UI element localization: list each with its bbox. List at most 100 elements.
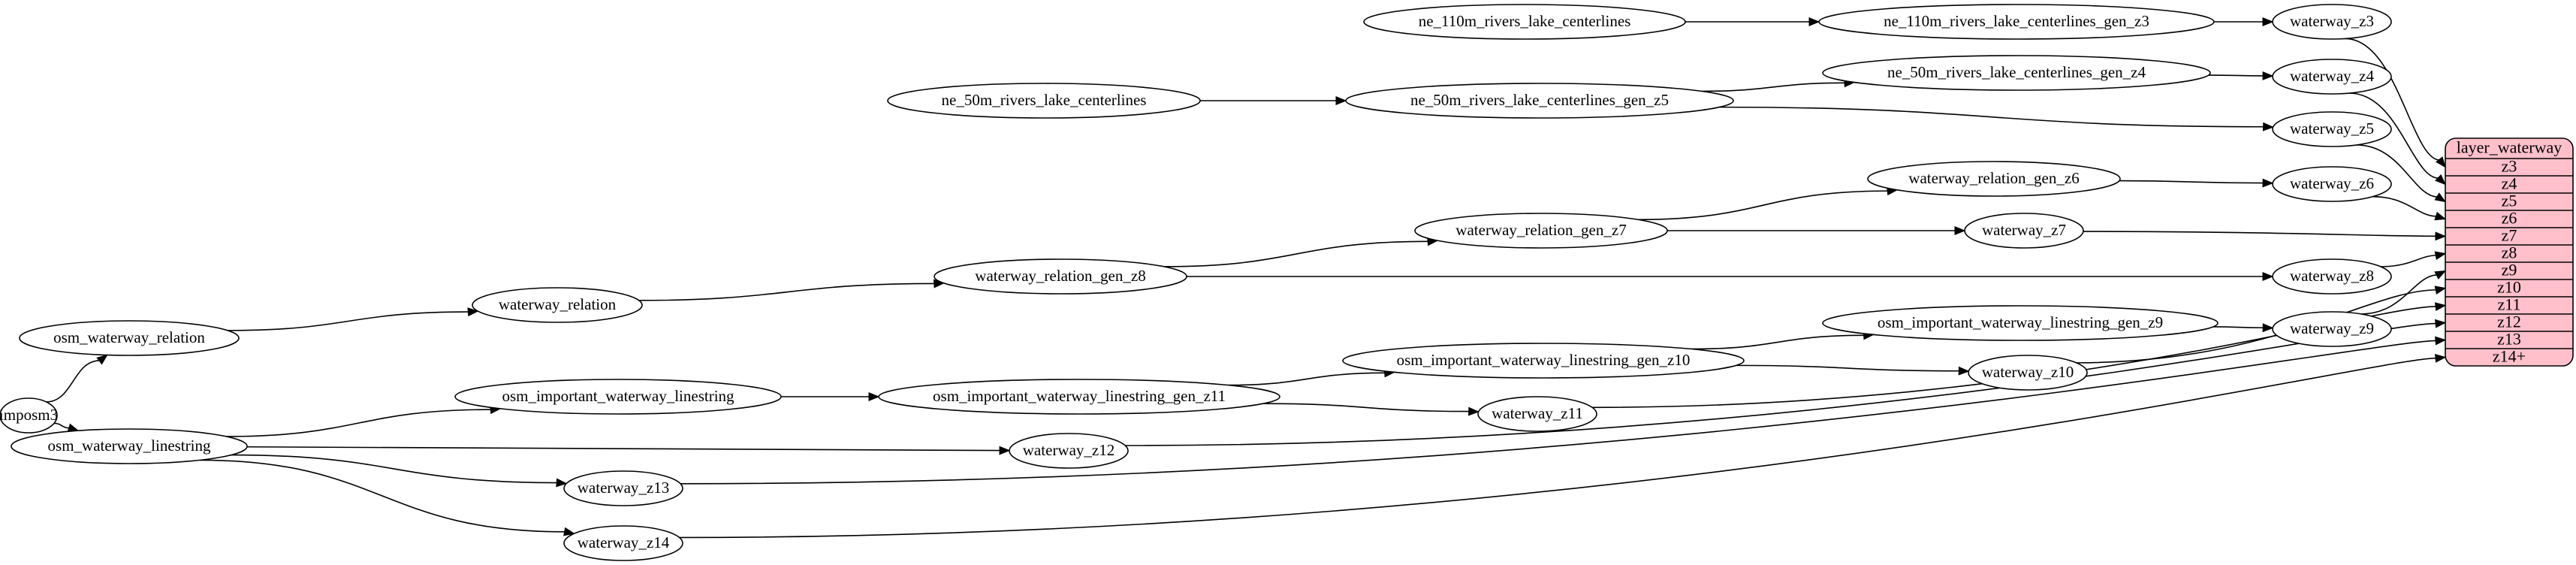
- node-label: osm_important_waterway_linestring_gen_z1…: [1397, 351, 1691, 369]
- arrow-head-icon: [2262, 17, 2274, 26]
- node-label: waterway_relation_gen_z8: [975, 267, 1145, 285]
- graph-node-waterway_z6[interactable]: waterway_z6: [2272, 166, 2392, 202]
- record-row-z4[interactable]: z4: [2502, 174, 2517, 193]
- node-label: ne_50m_rivers_lake_centerlines: [942, 91, 1147, 109]
- node-label: waterway_relation: [499, 295, 617, 313]
- graph-node-osm_waterway_relation[interactable]: osm_waterway_relation: [19, 320, 240, 356]
- graph-edge: [2380, 255, 2437, 267]
- graph-edge: [680, 340, 2437, 485]
- graph-edge: [1163, 240, 1429, 267]
- graph-node-osm_important_waterway_linestring_gen_z11[interactable]: osm_important_waterway_linestring_gen_z1…: [878, 379, 1280, 415]
- graph-node-waterway_relation_gen_z8[interactable]: waterway_relation_gen_z8: [934, 258, 1187, 295]
- arrow-head-icon: [2262, 178, 2274, 188]
- record-row-z6[interactable]: z6: [2502, 209, 2517, 228]
- node-label: waterway_z8: [2290, 267, 2374, 285]
- arrow-head-icon: [868, 392, 880, 401]
- graph-edge: [2213, 326, 2264, 329]
- record-node-layer-waterway[interactable]: layer_waterwayz3z4z5z6z7z8z9z10z11z12z13…: [2445, 137, 2574, 367]
- graph-edge: [2208, 74, 2264, 77]
- graph-node-ne_50m_rivers_lake_centerlines_gen_z4[interactable]: ne_50m_rivers_lake_centerlines_gen_z4: [1822, 55, 2211, 91]
- node-label: waterway_z13: [578, 479, 669, 497]
- node-label: waterway_z4: [2290, 67, 2374, 85]
- arrow-head-icon: [2434, 286, 2447, 295]
- arrow-head-icon: [1958, 366, 1970, 376]
- graph-node-waterway_z11[interactable]: waterway_z11: [1477, 396, 1597, 432]
- arrow-head-icon: [1808, 17, 1820, 26]
- arrow-head-icon: [96, 354, 108, 365]
- graph-node-ne_50m_rivers_lake_centerlines_gen_z5[interactable]: ne_50m_rivers_lake_centerlines_gen_z5: [1345, 83, 1734, 119]
- node-label: osm_important_waterway_linestring_gen_z9: [1878, 313, 2163, 331]
- record-row-z9[interactable]: z9: [2502, 261, 2517, 279]
- graph-edge: [1691, 334, 1865, 350]
- record-row-z7[interactable]: z7: [2502, 226, 2517, 245]
- node-label: waterway_z6: [2290, 174, 2374, 192]
- arrow-head-icon: [2435, 319, 2447, 328]
- graph-node-waterway_z10[interactable]: waterway_z10: [1968, 355, 2088, 391]
- graph-edge: [2083, 231, 2437, 237]
- graph-node-waterway_z4[interactable]: waterway_z4: [2272, 59, 2392, 95]
- graph-node-waterway_z9[interactable]: waterway_z9: [2272, 311, 2392, 347]
- arrow-head-icon: [999, 446, 1011, 455]
- arrow-head-icon: [1335, 96, 1347, 105]
- record-row-z8[interactable]: z8: [2502, 243, 2517, 262]
- graph-node-waterway_relation_gen_z6[interactable]: waterway_relation_gen_z6: [1867, 161, 2121, 197]
- graph-node-osm_important_waterway_linestring_gen_z9[interactable]: osm_important_waterway_linestring_gen_z9: [1822, 305, 2219, 341]
- graph-edge: [2372, 195, 2437, 217]
- node-label: waterway_z7: [1982, 221, 2066, 239]
- record-row-z5[interactable]: z5: [2502, 192, 2517, 210]
- graph-edge: [226, 409, 492, 437]
- graph-edge: [2360, 274, 2438, 315]
- graph-node-waterway_z12[interactable]: waterway_z12: [1009, 433, 1129, 469]
- record-row-z11[interactable]: z11: [2498, 295, 2521, 314]
- graph-edge: [1719, 106, 2264, 128]
- node-label: waterway_z14: [578, 533, 670, 551]
- graph-node-ne_110m_rivers_lake_centerlines_gen_z3[interactable]: ne_110m_rivers_lake_centerlines_gen_z3: [1818, 4, 2215, 40]
- arrow-head-icon: [2262, 272, 2274, 281]
- node-label: waterway_z3: [2290, 12, 2374, 30]
- graph-node-waterway_relation[interactable]: waterway_relation: [472, 287, 643, 323]
- arrow-head-icon: [2434, 302, 2447, 311]
- arrow-head-icon: [2434, 211, 2447, 221]
- node-label: waterway_z9: [2290, 319, 2374, 337]
- graph-node-ne_110m_rivers_lake_centerlines[interactable]: ne_110m_rivers_lake_centerlines: [1363, 4, 1686, 40]
- graph-edge: [53, 422, 70, 429]
- graph-node-osm_important_waterway_linestring[interactable]: osm_important_waterway_linestring: [454, 379, 782, 415]
- node-layer: imposm3 osm_waterway_relation osm_waterway…: [0, 4, 2392, 561]
- record-row-z12[interactable]: z12: [2497, 313, 2521, 331]
- node-label: waterway_z12: [1023, 441, 1115, 459]
- graph-node-waterway_z7[interactable]: waterway_z7: [1964, 213, 2084, 249]
- node-label: osm_waterway_relation: [53, 328, 205, 346]
- record-row-z13[interactable]: z13: [2497, 330, 2521, 349]
- node-label: ne_50m_rivers_lake_centerlines_gen_z4: [1887, 63, 2146, 81]
- arrow-head-icon: [2434, 353, 2447, 363]
- node-label: waterway_relation_gen_z6: [1908, 169, 2079, 187]
- graph-node-ne_50m_rivers_lake_centerlines[interactable]: ne_50m_rivers_lake_centerlines: [887, 83, 1201, 119]
- graph-edge: [1637, 190, 1889, 221]
- arrow-head-icon: [563, 527, 575, 536]
- graph-node-imposm3[interactable]: imposm3: [0, 397, 58, 434]
- record-row-z14plus[interactable]: z14+: [2493, 347, 2526, 366]
- node-label: ne_50m_rivers_lake_centerlines_gen_z5: [1410, 91, 1669, 109]
- graph-edge: [1701, 82, 1846, 92]
- graph-node-waterway_z13[interactable]: waterway_z13: [563, 470, 683, 506]
- graph-node-waterway_z5[interactable]: waterway_z5: [2272, 111, 2392, 147]
- graph-edge: [2119, 180, 2264, 184]
- node-label: ne_110m_rivers_lake_centerlines_gen_z3: [1884, 12, 2149, 30]
- node-label: ne_110m_rivers_lake_centerlines: [1419, 12, 1631, 30]
- record-row-z10[interactable]: z10: [2497, 278, 2521, 297]
- arrow-head-icon: [2436, 156, 2446, 168]
- graph-node-waterway_z3[interactable]: waterway_z3: [2272, 4, 2392, 40]
- graph-edge: [1228, 372, 1386, 386]
- node-label: osm_important_waterway_linestring: [502, 387, 734, 405]
- graph-node-waterway_relation_gen_z7[interactable]: waterway_relation_gen_z7: [1414, 213, 1668, 249]
- arrow-head-icon: [2435, 174, 2446, 186]
- record-title: layer_waterway: [2457, 138, 2562, 157]
- record-row-z3[interactable]: z3: [2502, 157, 2517, 176]
- arrow-head-icon: [2262, 122, 2274, 131]
- graph-node-osm_waterway_linestring[interactable]: osm_waterway_linestring: [11, 428, 248, 464]
- graph-node-waterway_z8[interactable]: waterway_z8: [2272, 258, 2392, 295]
- graph-edge: [679, 357, 2437, 539]
- graph-node-waterway_z14[interactable]: waterway_z14: [563, 525, 683, 561]
- graph-node-osm_important_waterway_linestring_gen_z10[interactable]: osm_important_waterway_linestring_gen_z1…: [1342, 343, 1745, 379]
